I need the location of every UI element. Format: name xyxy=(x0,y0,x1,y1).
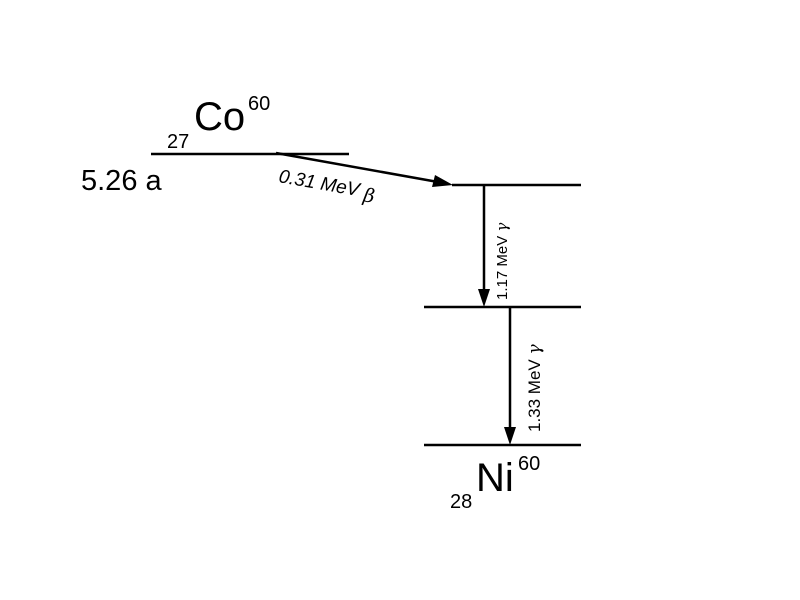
gamma2-arrowhead xyxy=(504,427,516,445)
half-life-label: 5.26 a xyxy=(81,165,162,197)
beta-energy-label: 0.31 MeV β xyxy=(276,166,376,208)
beta-transition-arrow xyxy=(275,151,439,184)
gamma1-arrowhead xyxy=(478,289,490,307)
beta-arrowhead xyxy=(432,175,453,187)
parent-mass-number: 60 xyxy=(248,93,270,115)
gamma1-symbol: γ xyxy=(493,223,511,232)
gamma2-energy-text: 1.33 MeV xyxy=(525,355,544,433)
daughter-atomic-number: 28 xyxy=(450,491,472,513)
beta-energy-text: 0.31 MeV xyxy=(277,166,366,202)
gamma1-energy-label: 1.17 MeV γ xyxy=(493,223,511,300)
daughter-symbol: Ni xyxy=(476,456,514,500)
gamma1-energy-text: 1.17 MeV xyxy=(494,232,511,300)
gamma2-energy-label: 1.33 MeV γ xyxy=(525,344,545,433)
parent-atomic-number: 27 xyxy=(167,131,189,153)
parent-symbol: Co xyxy=(194,95,245,139)
beta-symbol: β xyxy=(361,184,377,208)
gamma2-symbol: γ xyxy=(525,344,545,355)
daughter-mass-number: 60 xyxy=(518,453,540,475)
